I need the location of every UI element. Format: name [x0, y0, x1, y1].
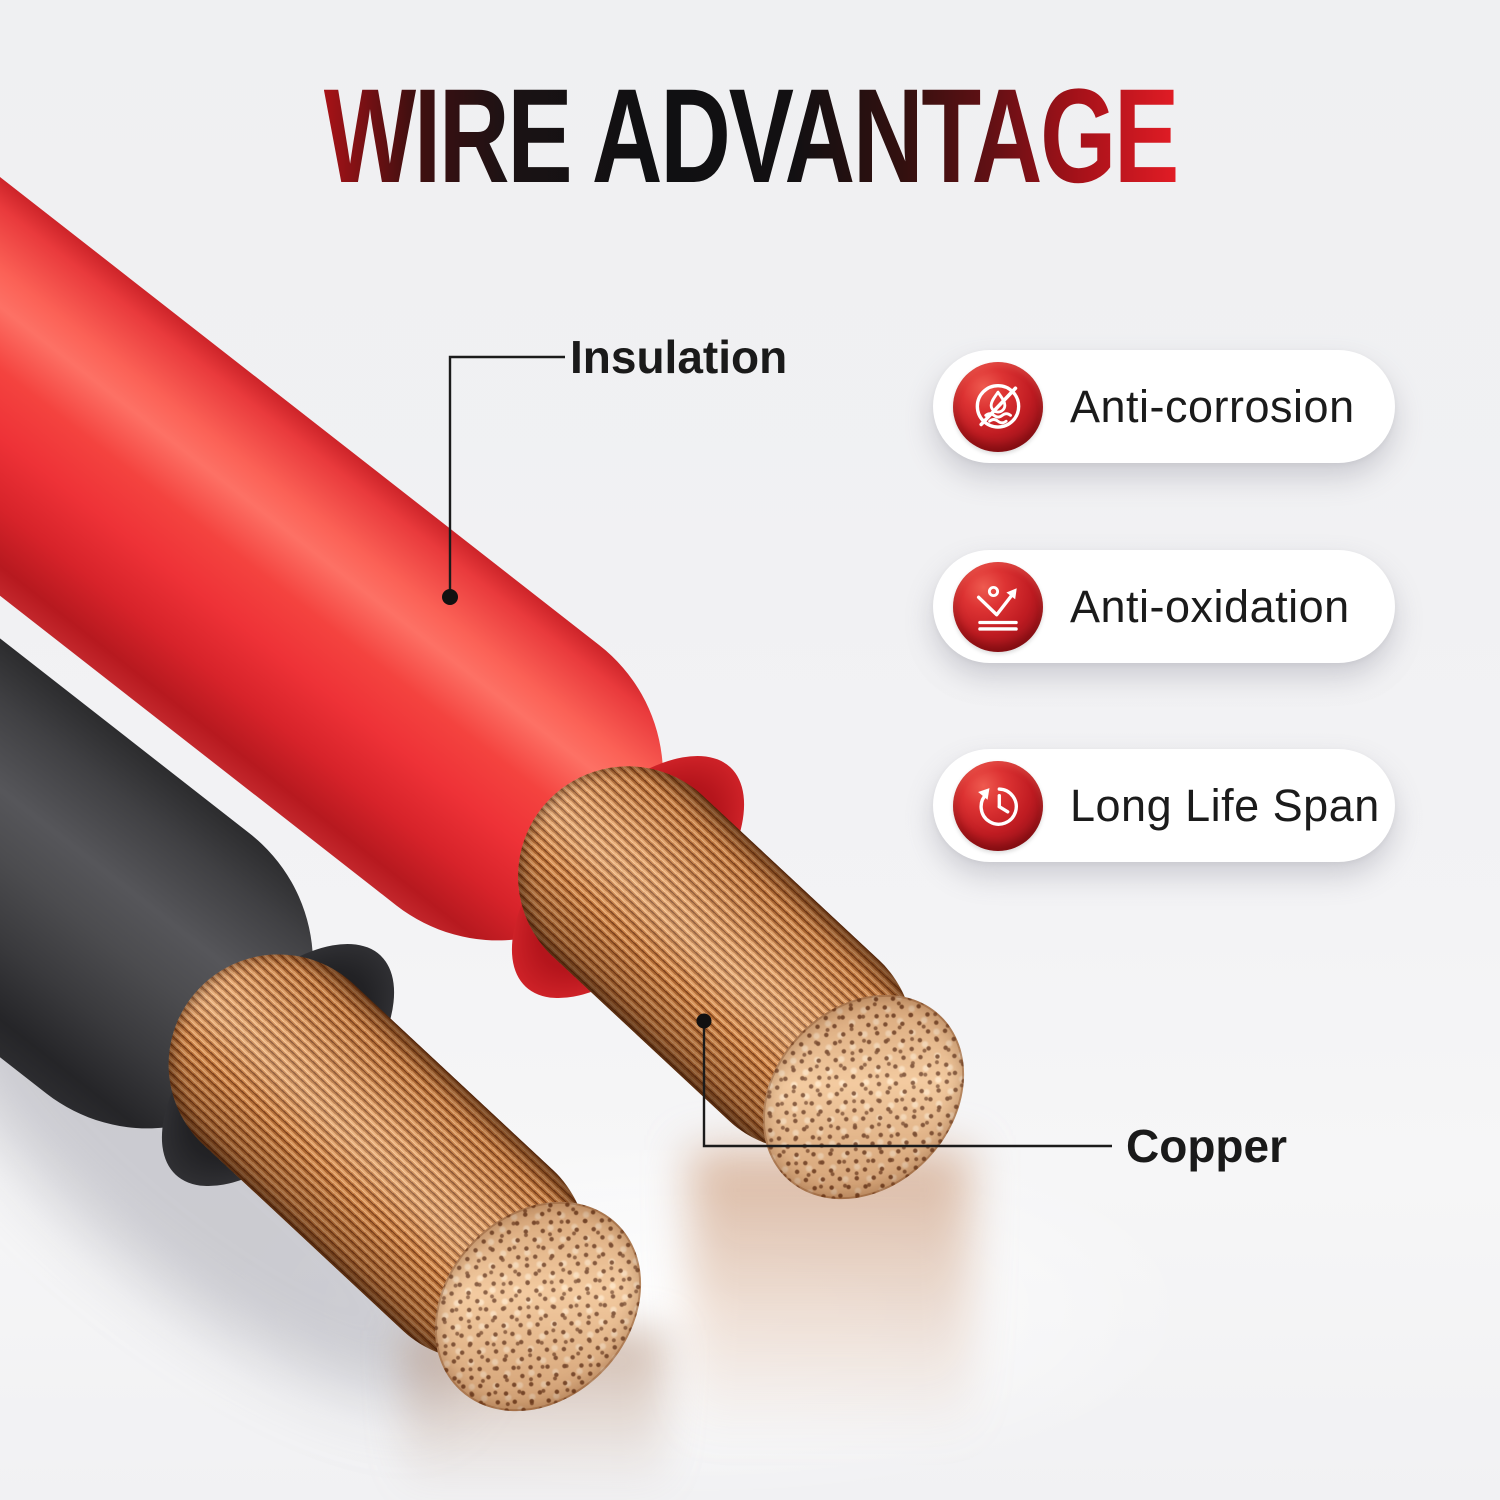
- page-title: WIRE ADVANTAGE: [323, 62, 1179, 211]
- anti-corrosion-icon: [953, 361, 1043, 452]
- badge-label: Anti-oxidation: [1070, 580, 1350, 632]
- title-container: WIRE ADVANTAGE: [0, 62, 1500, 211]
- badge-label: Anti-corrosion: [1070, 380, 1355, 432]
- badge-anti-corrosion: Anti-corrosion: [933, 350, 1395, 463]
- badge-anti-oxidation: Anti-oxidation: [933, 550, 1395, 663]
- insulation-label: Insulation: [570, 331, 788, 383]
- badge-label: Long Life Span: [1070, 779, 1380, 831]
- red-wire-copper-reflection: [690, 1150, 970, 1490]
- long-life-span-icon: [953, 760, 1043, 851]
- badge-long-life-span: Long Life Span: [933, 749, 1395, 862]
- copper-label: Copper: [1126, 1120, 1287, 1172]
- anti-oxidation-icon: [953, 561, 1043, 652]
